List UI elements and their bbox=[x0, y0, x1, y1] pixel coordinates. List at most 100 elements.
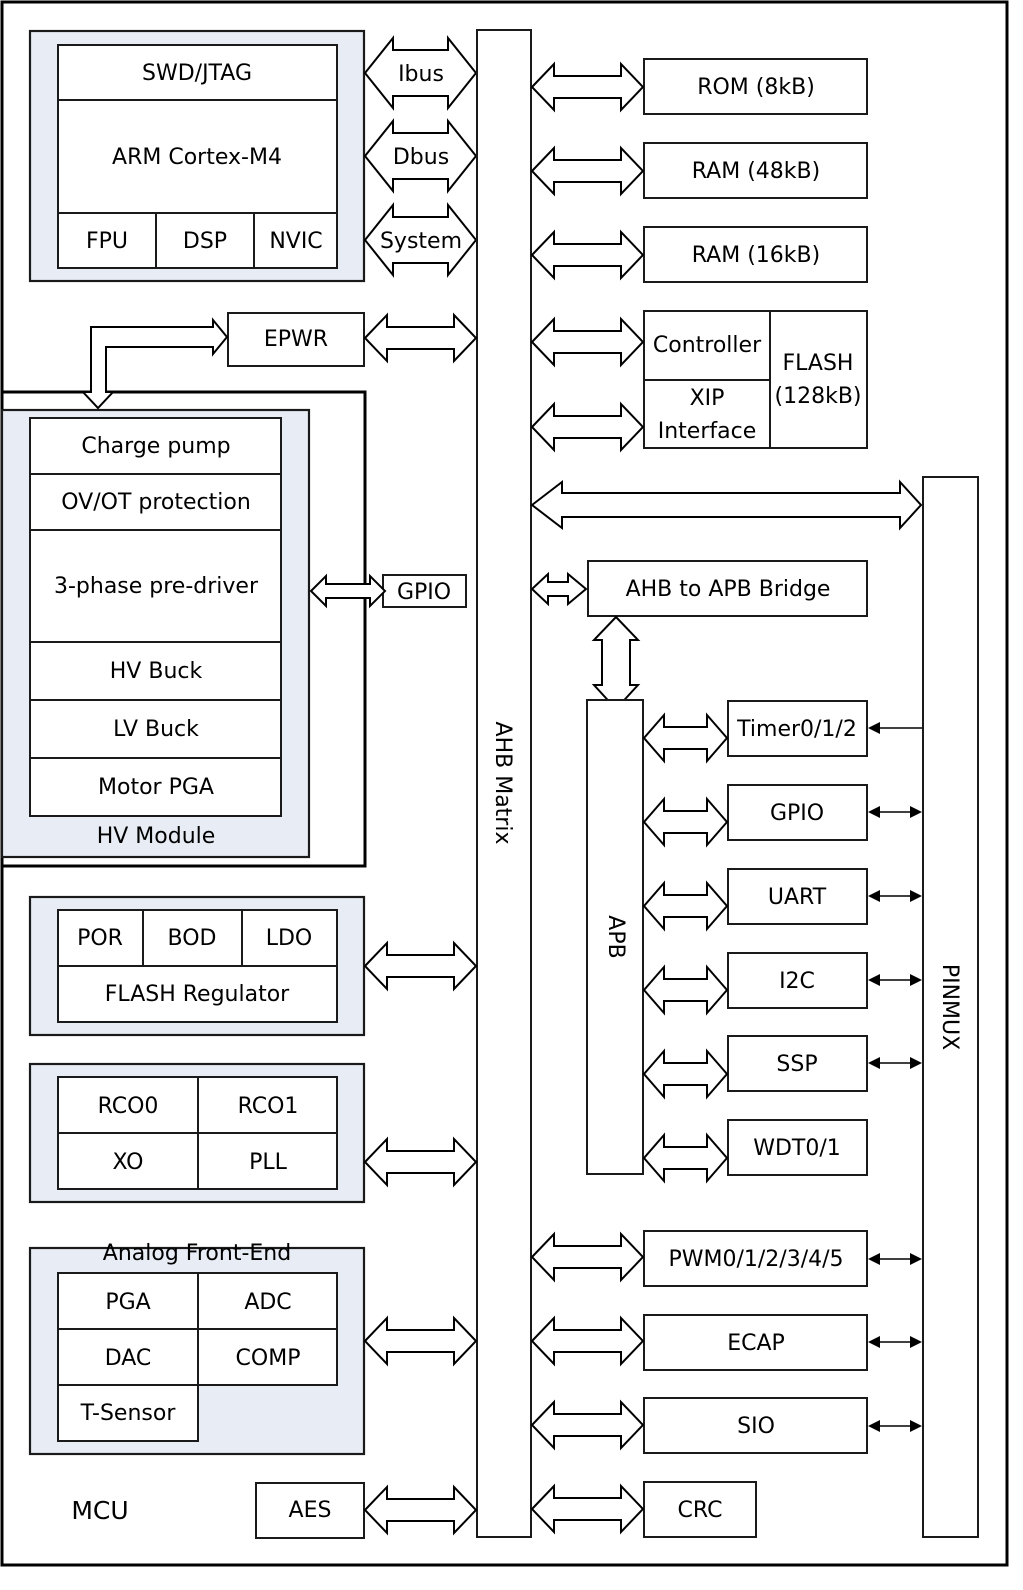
rco1-block bbox=[197, 1076, 338, 1134]
ecap-block bbox=[643, 1314, 868, 1371]
rco1-label: RCO1 bbox=[238, 1094, 299, 1119]
t-sensor-block bbox=[57, 1384, 199, 1442]
sio-arrow bbox=[530, 1399, 645, 1451]
charge-pump-label: Charge pump bbox=[81, 434, 230, 459]
afe-label: Analog Front-End bbox=[103, 1241, 291, 1266]
rom-block bbox=[643, 58, 868, 115]
pinmux-bus bbox=[922, 476, 979, 1538]
uart-label: UART bbox=[768, 885, 827, 910]
pga-label: PGA bbox=[105, 1290, 150, 1315]
apb-peripherals: Timer0/1/2 GPIO UART I2C SSP WDT0/1 bbox=[727, 700, 868, 1176]
lv-buck-block bbox=[29, 699, 282, 759]
rco0-label: RCO0 bbox=[98, 1094, 159, 1119]
apb-bus bbox=[586, 699, 644, 1175]
xip-label-line1: XIP bbox=[690, 386, 725, 411]
hv-gpio-arrow bbox=[309, 573, 387, 609]
afe-ahb-arrow bbox=[363, 1315, 478, 1367]
hv-module-label: HV Module bbox=[97, 824, 216, 849]
ahb-matrix-bus bbox=[476, 29, 532, 1538]
ldo-label: LDO bbox=[266, 926, 313, 951]
aes-label: AES bbox=[289, 1498, 332, 1523]
ahb-pinmux-arrow bbox=[530, 479, 923, 531]
sio-label: SIO bbox=[737, 1414, 775, 1439]
wdt-block bbox=[727, 1119, 868, 1176]
flash-ctrl-arrow bbox=[530, 316, 645, 368]
ov-ot-label: OV/OT protection bbox=[61, 490, 251, 515]
rom-label: ROM (8kB) bbox=[697, 75, 815, 100]
pinmux-i2c-arrow bbox=[868, 974, 922, 986]
ahb-apb-bridge-block bbox=[587, 560, 868, 617]
charge-pump-block bbox=[29, 417, 282, 475]
t-sensor-label: T-Sensor bbox=[80, 1401, 177, 1426]
mcu-label: MCU bbox=[71, 1496, 128, 1525]
i2c-label: I2C bbox=[779, 969, 815, 994]
epwr-ahb-arrow bbox=[363, 312, 478, 364]
pwm-arrow bbox=[530, 1231, 645, 1283]
adc-label: ADC bbox=[244, 1290, 291, 1315]
flash-memory-block bbox=[769, 310, 868, 449]
power-ahb-arrow bbox=[363, 940, 478, 992]
epwr-hv-arrow bbox=[80, 317, 229, 410]
xip-arrow bbox=[530, 401, 645, 453]
hv-buck-block bbox=[29, 641, 282, 701]
epwr-label: EPWR bbox=[264, 327, 328, 352]
ram48-arrow bbox=[530, 145, 645, 197]
fpu-label: FPU bbox=[86, 229, 128, 254]
pinmux-sio-arrow bbox=[868, 1420, 922, 1432]
timer-label: Timer0/1/2 bbox=[736, 717, 857, 742]
ssp-arrow bbox=[642, 1048, 729, 1100]
i2c-arrow bbox=[642, 964, 729, 1016]
clock-ahb-arrow bbox=[363, 1136, 478, 1188]
uart-block bbox=[727, 868, 868, 925]
pinmux-gpio-arrow bbox=[868, 806, 922, 818]
swd-jtag-label: SWD/JTAG bbox=[142, 61, 252, 86]
ssp-block bbox=[727, 1035, 868, 1092]
crc-arrow bbox=[530, 1483, 645, 1535]
flash-controller-block bbox=[643, 310, 771, 381]
ecap-arrow bbox=[530, 1315, 645, 1367]
swd-jtag-block bbox=[57, 44, 338, 101]
wdt-arrow bbox=[642, 1132, 729, 1184]
system-bus-label: System bbox=[380, 229, 462, 254]
xo-label: XO bbox=[113, 1150, 144, 1175]
bod-label: BOD bbox=[168, 926, 217, 951]
predriver-block bbox=[29, 529, 282, 643]
wdt-label: WDT0/1 bbox=[753, 1136, 841, 1161]
i2c-block bbox=[727, 952, 868, 1009]
por-label: POR bbox=[77, 926, 123, 951]
arm-core-block bbox=[57, 99, 338, 214]
xip-label-line2: Interface bbox=[658, 419, 757, 444]
rco0-block bbox=[57, 1076, 199, 1134]
ram48-block bbox=[643, 142, 868, 199]
flash-regulator-block bbox=[57, 965, 338, 1023]
hv-gpio-block bbox=[382, 574, 467, 608]
predriver-label: 3-phase pre-driver bbox=[54, 574, 259, 599]
ram16-label: RAM (16kB) bbox=[692, 243, 820, 268]
pwm-label: PWM0/1/2/3/4/5 bbox=[668, 1247, 843, 1272]
arm-core-label: ARM Cortex-M4 bbox=[112, 145, 282, 170]
crc-block bbox=[643, 1481, 757, 1538]
bridge-apb-arrow bbox=[591, 615, 641, 711]
motor-pga-block bbox=[29, 757, 282, 817]
pga-block bbox=[57, 1272, 199, 1330]
ram16-arrow bbox=[530, 229, 645, 281]
gpio-label: GPIO bbox=[770, 801, 824, 826]
hv-buck-label: HV Buck bbox=[110, 659, 203, 684]
comp-label: COMP bbox=[236, 1346, 301, 1371]
uart-arrow bbox=[642, 880, 729, 932]
nvic-label: NVIC bbox=[269, 229, 322, 254]
timer-arrow bbox=[642, 712, 729, 764]
sio-block bbox=[643, 1397, 868, 1454]
flash-label-line2: (128kB) bbox=[775, 384, 862, 409]
ssp-label: SSP bbox=[776, 1052, 817, 1077]
pinmux-timer-arrow bbox=[868, 722, 922, 734]
fpu-block bbox=[57, 212, 157, 269]
pinmux-uart-arrow bbox=[868, 890, 922, 902]
ibus-label: Ibus bbox=[398, 62, 444, 87]
pll-label: PLL bbox=[249, 1150, 288, 1175]
por-block bbox=[57, 909, 144, 967]
motor-pga-label: Motor PGA bbox=[98, 775, 214, 800]
crc-label: CRC bbox=[678, 1498, 723, 1523]
aes-ahb-arrow bbox=[363, 1484, 478, 1536]
